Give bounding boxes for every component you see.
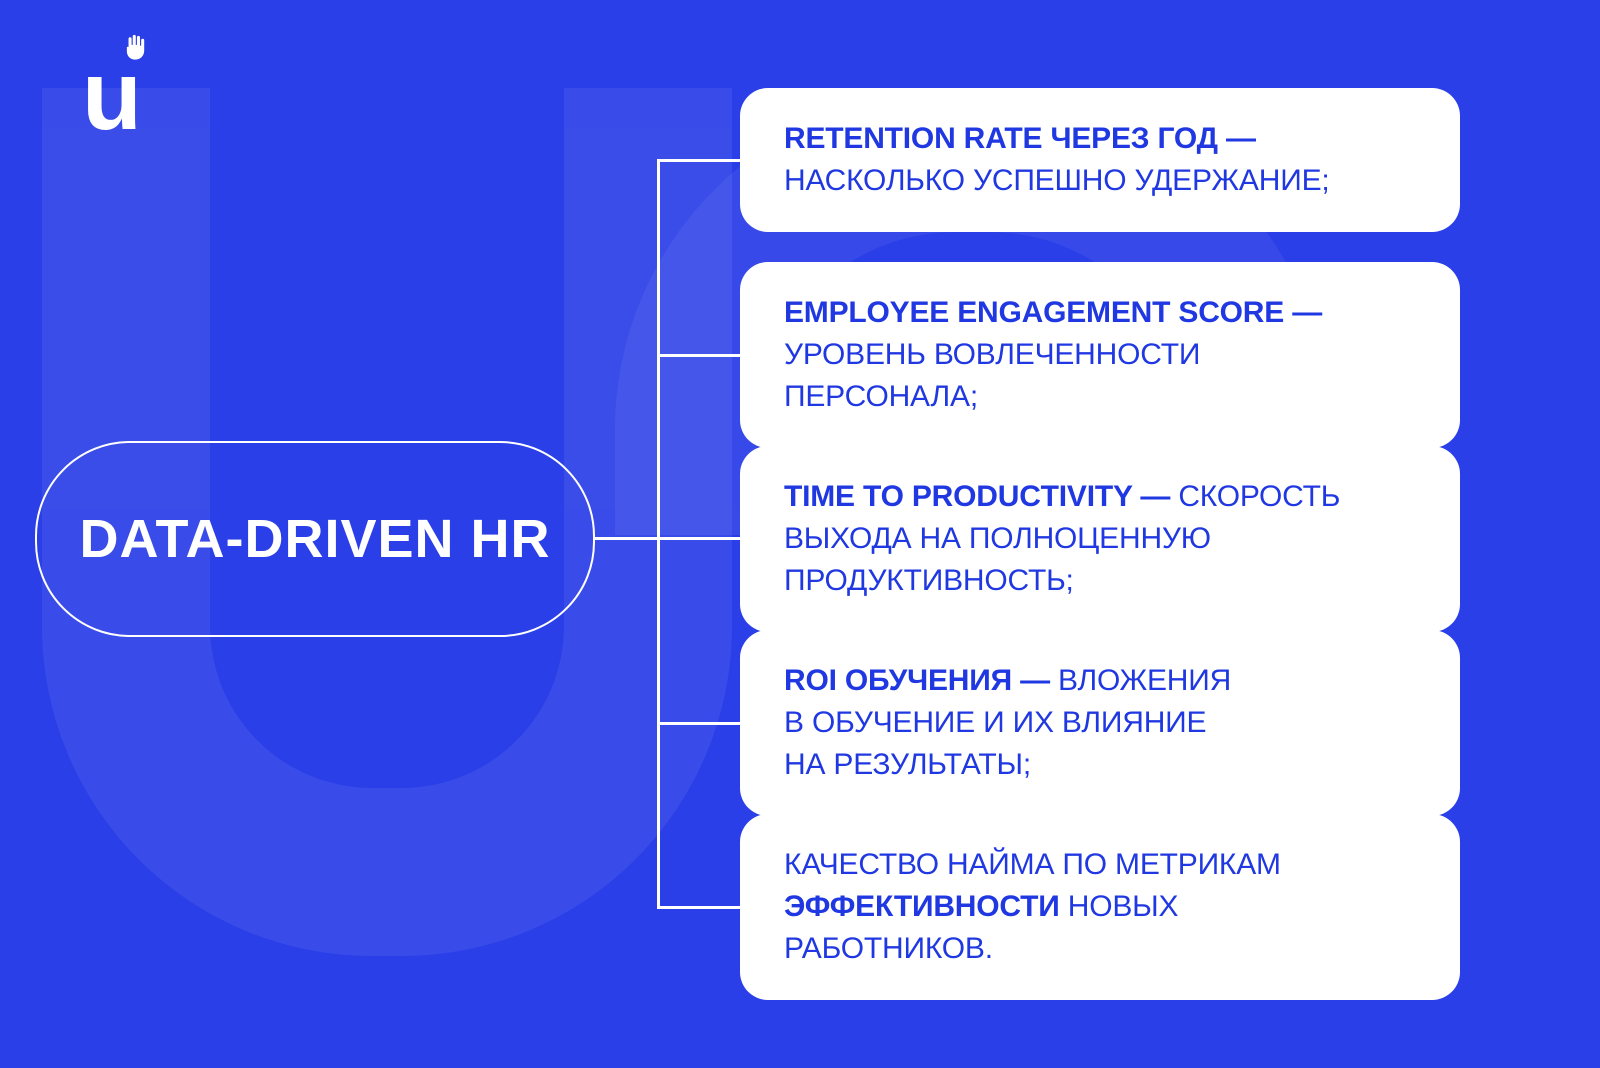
metric-card-engagement: EMPLOYEE ENGAGEMENT SCORE — УРОВЕНЬ ВОВЛ… (740, 262, 1460, 448)
card-text-bold: RETENTION RATE ЧЕРЕЗ ГОД — (784, 122, 1256, 155)
card-text: ВЛОЖЕНИЯ В ОБУЧЕНИЕ И ИХ ВЛИЯНИЕ НА РЕЗУ… (784, 664, 1232, 781)
card-text-bold: ROI ОБУЧЕНИЯ — (784, 664, 1059, 697)
card-text: НАСКОЛЬКО УСПЕШНО УДЕРЖАНИЕ; (784, 164, 1330, 197)
brand-logo: u (80, 30, 190, 150)
connector-stub-5 (657, 906, 742, 909)
card-text-bold: EMPLOYEE ENGAGEMENT SCORE — (784, 296, 1322, 329)
card-text: КАЧЕСТВО НАЙМА ПО МЕТРИКАМ (784, 848, 1281, 881)
card-text-bold: TIME TO PRODUCTIVITY — (784, 480, 1179, 513)
card-text: СКОРОСТЬ ВЫХОДА НА ПОЛНОЦЕННУЮ ПРОДУКТИВ… (784, 480, 1341, 597)
metric-card-retention: RETENTION RATE ЧЕРЕЗ ГОД — НАСКОЛЬКО УСП… (740, 88, 1460, 232)
connector-main (595, 537, 742, 540)
metric-card-time-to-productivity: TIME TO PRODUCTIVITY — СКОРОСТЬ ВЫХОДА Н… (740, 446, 1460, 632)
hand-icon (120, 32, 152, 69)
card-text: УРОВЕНЬ ВОВЛЕЧЕННОСТИ ПЕРСОНАЛА; (784, 338, 1201, 413)
root-node: DATA-DRIVEN HR (35, 441, 595, 637)
root-node-title: DATA-DRIVEN HR (79, 509, 551, 569)
card-text-bold: ЭФФЕКТИВНОСТИ (784, 890, 1060, 923)
card-text: НОВЫХ РАБОТНИКОВ. (784, 890, 1179, 965)
connector-spine (657, 159, 660, 908)
logo-letter: u (82, 40, 142, 150)
connector-stub-1 (657, 159, 742, 162)
metric-card-roi: ROI ОБУЧЕНИЯ — ВЛОЖЕНИЯ В ОБУЧЕНИЕ И ИХ … (740, 630, 1460, 816)
metric-card-hiring-quality: КАЧЕСТВО НАЙМА ПО МЕТРИКАМ ЭФФЕКТИВНОСТИ… (740, 814, 1460, 1000)
connector-stub-4 (657, 722, 742, 725)
connector-stub-2 (657, 354, 742, 357)
